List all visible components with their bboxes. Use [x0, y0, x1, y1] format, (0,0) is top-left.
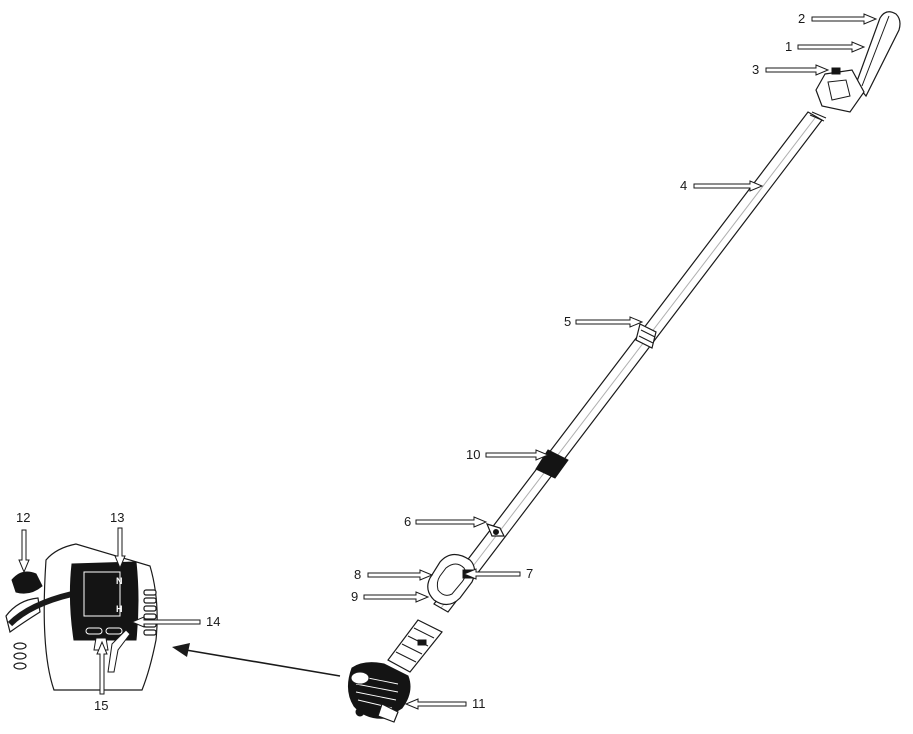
callout-label-3: 3 [752, 62, 759, 77]
callout-label-9: 9 [351, 589, 358, 604]
engine [348, 662, 411, 723]
callout-arrow-14 [130, 616, 201, 628]
drive-shaft-housing [387, 619, 443, 673]
callout-arrow-11 [404, 698, 467, 710]
callout-label-14: 14 [206, 614, 220, 629]
callout-label-8: 8 [354, 567, 361, 582]
callout-label-11: 11 [472, 696, 486, 711]
pole-coupler [635, 323, 657, 349]
callout-arrow-12 [18, 529, 30, 574]
callout-arrow-5 [575, 316, 644, 328]
engine-controls-inset: N H [5, 543, 158, 691]
callout-label-7: 7 [526, 566, 533, 581]
callout-label-4: 4 [680, 178, 687, 193]
control-panel [69, 561, 139, 641]
saw-head [809, 67, 865, 122]
vent-slots [13, 642, 27, 670]
callout-label-5: 5 [564, 314, 571, 329]
callout-label-6: 6 [404, 514, 411, 529]
callout-label-10: 10 [466, 447, 480, 462]
loop-handle [427, 553, 476, 606]
callout-label-12: 12 [16, 510, 30, 525]
switch-mark-n: N [116, 576, 123, 586]
callout-arrows [18, 13, 878, 710]
callout-labels: 2 1 3 4 5 10 6 8 9 7 11 12 13 14 15 [16, 11, 805, 713]
callout-label-1: 1 [785, 39, 792, 54]
pole-saw-illustration [172, 11, 901, 723]
shaft-fitting [485, 523, 505, 537]
callout-arrow-3 [765, 64, 830, 76]
callout-arrow-6 [415, 516, 488, 528]
callout-arrow-9 [363, 591, 430, 603]
switch-mark-h: H [116, 604, 123, 614]
bar-scabbard [855, 11, 901, 98]
stop-switch [83, 571, 121, 617]
callout-arrow-1 [797, 41, 866, 53]
callout-arrow-7 [462, 568, 521, 580]
extension-pole [433, 111, 823, 613]
callout-label-15: 15 [94, 698, 108, 713]
callout-arrow-2 [811, 13, 878, 25]
callout-label-2: 2 [798, 11, 805, 26]
callout-arrow-13 [114, 527, 126, 570]
callout-arrow-4 [693, 180, 764, 192]
callout-arrow-8 [367, 569, 434, 581]
callout-arrow-10 [485, 449, 550, 461]
inset-pointer-arrow [172, 643, 341, 677]
callout-label-13: 13 [110, 510, 124, 525]
callout-arrow-15 [96, 640, 108, 695]
